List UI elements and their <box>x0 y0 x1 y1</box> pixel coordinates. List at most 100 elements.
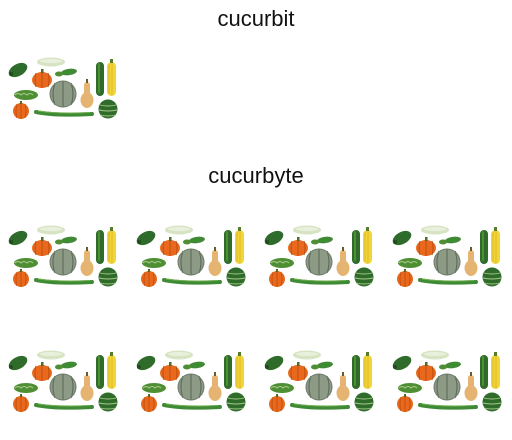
tall-zucchini-icon <box>352 355 360 389</box>
pumpkin-icon <box>32 69 52 88</box>
cantaloupe-icon <box>49 248 77 276</box>
tall-zucchini-icon <box>224 355 232 389</box>
light-gourd-icon <box>293 225 321 235</box>
butternut-icon <box>208 372 222 401</box>
yellow-squash-icon <box>491 352 500 389</box>
orange-pumpkin-icon <box>397 394 413 412</box>
cucurbit-illustration <box>8 350 118 412</box>
pickle-icon <box>439 239 447 245</box>
orange-pumpkin-icon <box>13 101 29 119</box>
pumpkin-icon <box>32 237 52 256</box>
watermelon-icon <box>98 267 118 287</box>
bitter-melon-icon <box>142 383 166 393</box>
pumpkin-icon <box>288 362 308 381</box>
watermelon-icon <box>98 99 118 119</box>
snake-cucumber-icon <box>34 403 94 410</box>
tall-zucchini-icon <box>352 230 360 264</box>
bitter-melon-icon <box>270 383 294 393</box>
light-gourd-icon <box>37 350 65 360</box>
cucurbit-illustration <box>136 225 246 287</box>
light-gourd-icon <box>421 350 449 360</box>
snake-cucumber-icon <box>290 403 350 410</box>
light-gourd-icon <box>37 225 65 235</box>
bitter-melon-icon <box>142 258 166 268</box>
orange-pumpkin-icon <box>397 269 413 287</box>
light-gourd-icon <box>37 57 65 67</box>
cucumber-icon <box>445 361 461 369</box>
watermelon-icon <box>354 392 374 412</box>
watermelon-icon <box>482 392 502 412</box>
cucurbit-illustration <box>392 225 502 287</box>
butternut-icon <box>464 247 478 276</box>
bitter-melon-icon <box>14 258 38 268</box>
tall-zucchini-icon <box>480 355 488 389</box>
cucurbit-illustration <box>136 350 246 412</box>
pumpkin-icon <box>416 362 436 381</box>
butternut-icon <box>208 247 222 276</box>
pickle-icon <box>311 364 319 370</box>
cucurbit-illustration <box>8 225 118 287</box>
cucumber-icon <box>317 361 333 369</box>
yellow-squash-icon <box>235 227 244 264</box>
cucumber-icon <box>317 236 333 244</box>
watermelon-icon <box>226 267 246 287</box>
light-gourd-icon <box>165 225 193 235</box>
cucumber-icon <box>61 361 77 369</box>
pumpkin-icon <box>160 237 180 256</box>
zucchini-icon <box>392 230 412 246</box>
snake-cucumber-icon <box>418 403 478 410</box>
bitter-melon-icon <box>14 90 38 100</box>
cucurbit-illustration <box>8 57 118 119</box>
orange-pumpkin-icon <box>13 394 29 412</box>
yellow-squash-icon <box>235 352 244 389</box>
yellow-squash-icon <box>363 352 372 389</box>
butternut-icon <box>336 372 350 401</box>
zucchini-icon <box>136 230 156 246</box>
cucurbyte-cluster-2 <box>136 218 248 292</box>
cantaloupe-icon <box>177 373 205 401</box>
tall-zucchini-icon <box>96 230 104 264</box>
pickle-icon <box>439 364 447 370</box>
pickle-icon <box>55 71 63 77</box>
orange-pumpkin-icon <box>141 269 157 287</box>
cucumber-icon <box>189 236 205 244</box>
snake-cucumber-icon <box>290 278 350 285</box>
pickle-icon <box>183 239 191 245</box>
title-cucurbyte: cucurbyte <box>208 163 304 188</box>
pickle-icon <box>55 239 63 245</box>
cantaloupe-icon <box>177 248 205 276</box>
light-gourd-icon <box>165 350 193 360</box>
tall-zucchini-icon <box>480 230 488 264</box>
cantaloupe-icon <box>433 248 461 276</box>
zucchini-icon <box>264 230 284 246</box>
snake-cucumber-icon <box>162 403 222 410</box>
butternut-icon <box>80 372 94 401</box>
cantaloupe-icon <box>49 373 77 401</box>
snake-cucumber-icon <box>162 278 222 285</box>
orange-pumpkin-icon <box>269 269 285 287</box>
cucurbyte-cluster-7 <box>264 343 376 417</box>
tall-zucchini-icon <box>224 230 232 264</box>
orange-pumpkin-icon <box>269 394 285 412</box>
cantaloupe-icon <box>305 248 333 276</box>
zucchini-icon <box>136 355 156 371</box>
pumpkin-icon <box>416 237 436 256</box>
snake-cucumber-icon <box>34 110 94 117</box>
cucurbit-illustration <box>264 350 374 412</box>
cucurbyte-cluster-6 <box>136 343 248 417</box>
cucurbit-illustration <box>392 350 502 412</box>
tall-zucchini-icon <box>96 355 104 389</box>
zucchini-icon <box>8 355 28 371</box>
watermelon-icon <box>482 267 502 287</box>
yellow-squash-icon <box>491 227 500 264</box>
pickle-icon <box>55 364 63 370</box>
cucumber-icon <box>189 361 205 369</box>
zucchini-icon <box>392 355 412 371</box>
snake-cucumber-icon <box>34 278 94 285</box>
bitter-melon-icon <box>270 258 294 268</box>
yellow-squash-icon <box>107 59 116 96</box>
yellow-squash-icon <box>363 227 372 264</box>
watermelon-icon <box>354 267 374 287</box>
cantaloupe-icon <box>433 373 461 401</box>
pumpkin-icon <box>288 237 308 256</box>
